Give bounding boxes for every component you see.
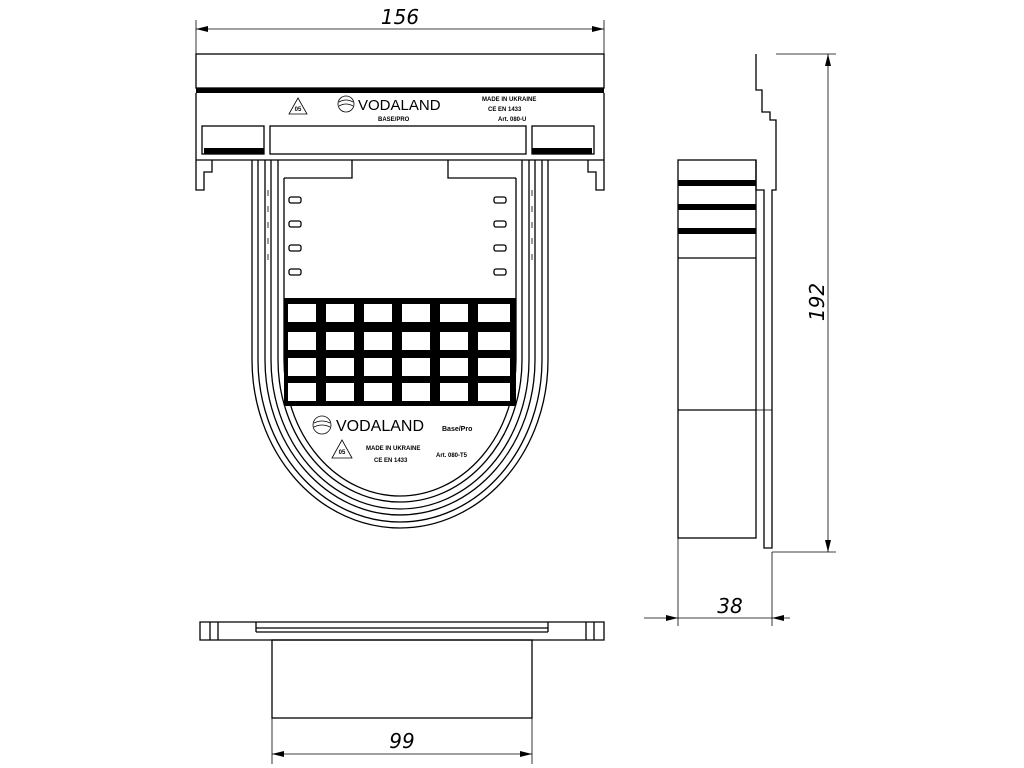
recycle-icon: 05	[331, 439, 353, 459]
dimension-width-top: 156	[195, 5, 605, 54]
bottom-view: 99	[199, 621, 605, 764]
side-ticks	[267, 190, 533, 260]
body-recycle-code: 05	[339, 450, 346, 456]
dimension-label-192: 192	[805, 283, 829, 321]
recycle-icon: 05	[288, 97, 308, 115]
plate-standard: CE EN 1433	[488, 107, 522, 113]
dimension-depth-side: 38	[644, 538, 790, 626]
vodaland-logo-icon	[337, 95, 355, 113]
body-standard: CE EN 1433	[374, 458, 408, 464]
body-brand: VODALAND	[336, 418, 424, 435]
dimension-label-99: 99	[389, 729, 414, 753]
u-body: VODALAND Base/Pro 05 MADE IN UKRAINE CE …	[251, 160, 549, 529]
dimension-width-bottom: 99	[271, 718, 533, 764]
front-view: 156 05 VO	[195, 5, 605, 529]
body-origin: MADE IN UKRAINE	[366, 446, 420, 452]
vodaland-logo-icon	[312, 415, 332, 435]
dimension-height-side: 192	[772, 53, 836, 553]
plate-article: Art. 080-U	[498, 117, 526, 123]
side-slots	[288, 196, 507, 276]
top-plate: 05 VODALAND BASE/PRO MADE IN UKRAINE CE …	[195, 53, 605, 191]
side-view: 192 38	[644, 53, 836, 626]
plate-brand: VODALAND	[358, 97, 441, 114]
body-series: Base/Pro	[442, 426, 472, 433]
plate-recycle-code: 05	[295, 107, 302, 113]
dimension-label-38: 38	[717, 594, 742, 618]
dimension-label-156: 156	[381, 5, 419, 29]
plate-origin: MADE IN UKRAINE	[482, 97, 536, 103]
grate-grid	[284, 298, 516, 406]
body-article: Art. 080-T5	[436, 453, 468, 459]
plate-series: BASE/PRO	[378, 117, 410, 123]
